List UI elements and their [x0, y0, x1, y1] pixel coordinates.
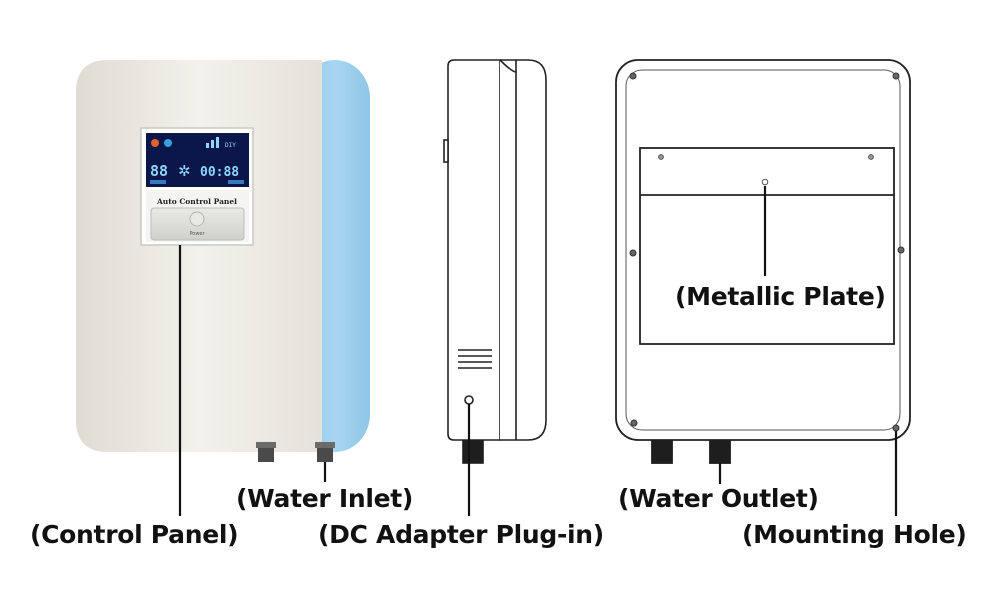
side-body	[447, 59, 501, 441]
label-water-outlet: (Water Outlet)	[618, 484, 819, 513]
side-pipe	[462, 440, 484, 464]
front-control-panel: 88 ✲ 00:88 DIY Auto Control Panel Power	[140, 127, 254, 246]
plate-screw-right	[868, 154, 874, 160]
lcd-badge: DIY	[225, 142, 236, 149]
label-metallic-plate: (Metallic Plate)	[675, 282, 886, 311]
panel-button-caption: Power	[189, 231, 205, 237]
back-pipe-right	[709, 440, 731, 464]
side-view-device	[443, 59, 547, 464]
lcd-screen	[146, 133, 249, 187]
metallic-plate	[639, 147, 895, 345]
mounting-hole-bottom-left	[630, 419, 638, 427]
power-button-icon	[189, 211, 205, 227]
panel-title: Auto Control Panel	[156, 197, 237, 206]
front-body	[76, 60, 322, 452]
fan-icon: ✲	[178, 162, 191, 180]
front-pipe-right	[317, 446, 333, 462]
plate-screw-left	[658, 154, 664, 160]
leader-lines	[178, 186, 898, 516]
mounting-hole-bottom-right	[892, 424, 900, 432]
front-pipe-left	[258, 446, 274, 462]
label-mounting-hole: (Mounting Hole)	[742, 520, 967, 549]
mounting-hole-mid-left	[629, 249, 637, 257]
power-status-icon	[151, 139, 159, 147]
side-vent-grille	[458, 349, 492, 369]
settings-status-icon	[164, 139, 172, 147]
back-pipe-left	[651, 440, 673, 464]
lcd-left-value: 88	[150, 162, 168, 180]
back-view-device	[615, 59, 911, 464]
lcd-right-value: 00:88	[200, 165, 239, 180]
label-control-panel: (Control Panel)	[30, 520, 239, 549]
mounting-hole-mid-right	[897, 246, 905, 254]
mounting-hole-top-left	[629, 72, 637, 80]
side-front-cover	[500, 59, 547, 441]
mounting-hole-top-right	[892, 72, 900, 80]
label-dc-adapter: (DC Adapter Plug-in)	[318, 520, 604, 549]
front-view-device: 88 ✲ 00:88 DIY Auto Control Panel Power	[76, 60, 370, 462]
plate-center-hole	[761, 178, 769, 186]
label-water-inlet: (Water Inlet)	[236, 484, 414, 513]
signal-bars-icon	[206, 143, 209, 148]
